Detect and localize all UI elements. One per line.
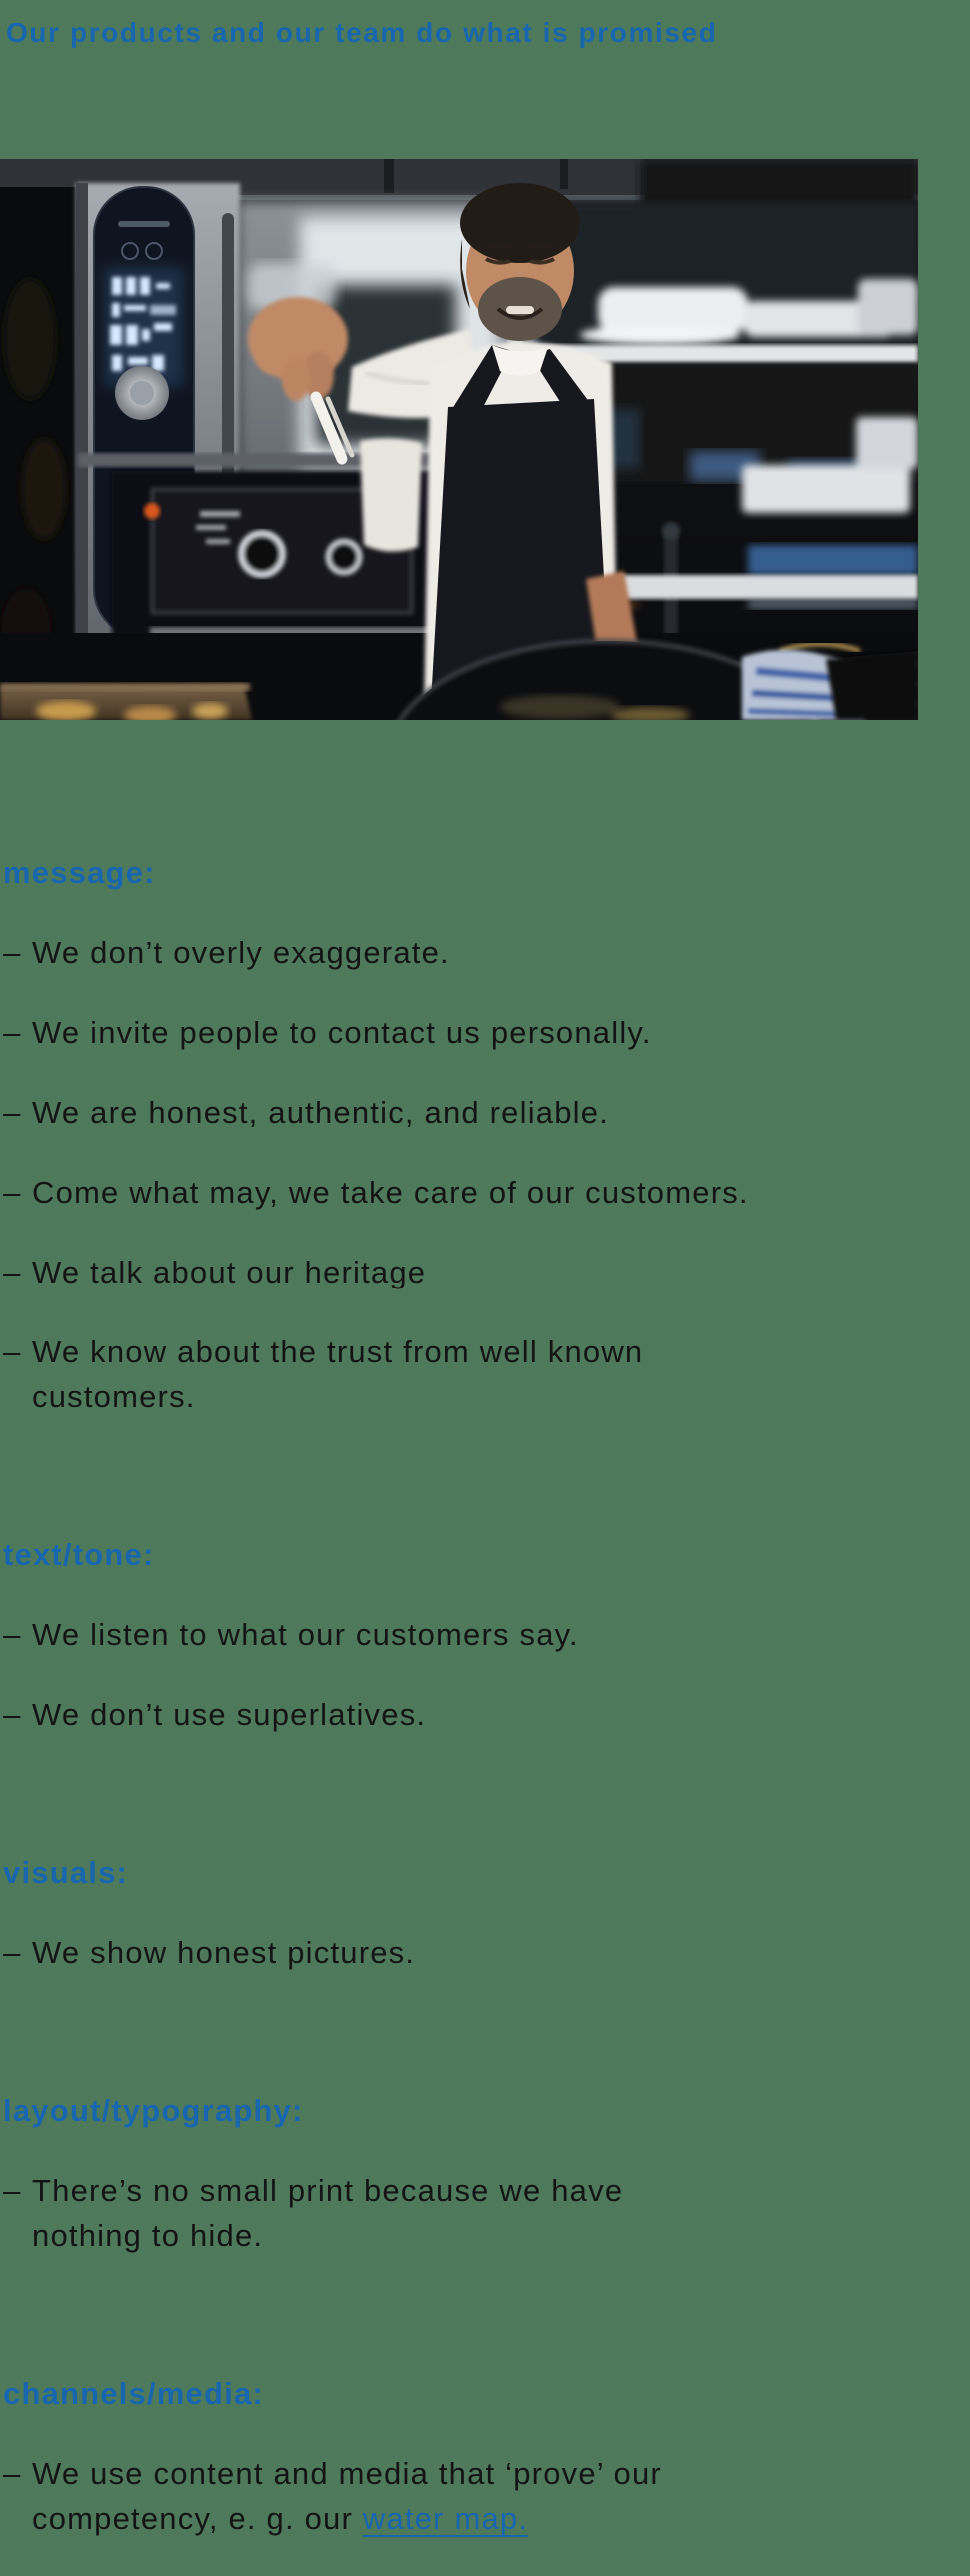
section-heading-message: message: — [3, 855, 156, 890]
bullet-dash: – — [3, 1697, 22, 1732]
bullet-item: – We know about the trust from well know… — [3, 1329, 970, 1419]
bullet-text: We talk about our heritage — [32, 1255, 427, 1289]
bullet-text: There’s no small print because we have n… — [32, 2173, 624, 2253]
bullet-item: – We use content and media that ‘prove’ … — [3, 2451, 970, 2541]
bullet-dash: – — [3, 935, 22, 970]
bullet-item: – We listen to what our customers say. — [3, 1612, 970, 1657]
bullet-text: We don’t use superlatives. — [32, 1697, 427, 1732]
section-layout-typography: layout/typography: – There’s no small pr… — [3, 2089, 970, 2258]
bullet-dash: – — [3, 1617, 22, 1652]
bullet-item: – We invite people to contact us persona… — [3, 1010, 970, 1055]
bullet-text: We don’t overly exaggerate. — [32, 935, 450, 970]
kitchen-chef-illustration — [0, 159, 918, 720]
bullet-text: We invite people to contact us personall… — [32, 1015, 652, 1050]
bullet-dash: – — [3, 2456, 22, 2491]
guideline-content: message: – We don’t overly exaggerate. –… — [0, 851, 970, 2541]
bullet-item: – We show honest pictures. — [3, 1930, 970, 1975]
bullet-text: Come what may, we take care of our custo… — [32, 1175, 749, 1210]
section-visuals: visuals: – We show honest pictures. — [3, 1851, 970, 1975]
section-channels-media: channels/media: – We use content and med… — [3, 2372, 970, 2541]
section-heading-layout-typography: layout/typography: — [3, 2093, 304, 2128]
bullet-text: We show honest pictures. — [32, 1935, 416, 1970]
page-title: Our products and our team do what is pro… — [6, 17, 718, 48]
bullet-dash: – — [3, 1334, 22, 1369]
bullet-dash: – — [3, 1015, 22, 1050]
bullet-item: – We talk about our heritage — [3, 1250, 970, 1294]
kitchen-chef-photo — [0, 159, 918, 720]
bullet-dash: – — [3, 1095, 22, 1130]
bullet-text: We know about the trust from well known … — [32, 1334, 644, 1414]
bullet-item: – We are honest, authentic, and reliable… — [3, 1090, 970, 1135]
bullet-text-prefix: We use content and media that ‘prove’ ou… — [32, 2456, 662, 2536]
bullet-text: We are honest, authentic, and reliable. — [32, 1095, 610, 1130]
section-heading-text-tone: text/tone: — [3, 1537, 155, 1572]
bullet-dash: – — [3, 2173, 22, 2208]
section-text-tone: text/tone: – We listen to what our custo… — [3, 1533, 970, 1737]
bullet-dash: – — [3, 1175, 22, 1210]
bullet-dash: – — [3, 1935, 22, 1970]
bullet-dash: – — [3, 1255, 22, 1289]
bullet-item: – We don’t overly exaggerate. — [3, 930, 970, 975]
water-map-link[interactable]: water map. — [362, 2501, 529, 2536]
bullet-text: We use content and media that ‘prove’ ou… — [32, 2451, 662, 2541]
section-heading-channels-media: channels/media: — [3, 2376, 264, 2411]
bullet-item: – We don’t use superlatives. — [3, 1692, 970, 1737]
bullet-item: – There’s no small print because we have… — [3, 2168, 970, 2258]
section-message: message: – We don’t overly exaggerate. –… — [3, 851, 970, 1419]
section-heading-visuals: visuals: — [3, 1855, 129, 1890]
bullet-item: – Come what may, we take care of our cus… — [3, 1170, 970, 1215]
bullet-text: We listen to what our customers say. — [32, 1617, 579, 1652]
